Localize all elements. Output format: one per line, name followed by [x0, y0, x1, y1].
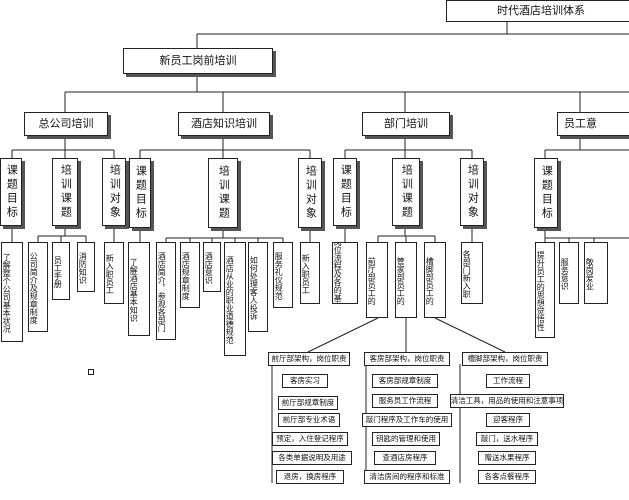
- housekeeping-item-7: 清洁房间的程序和标准: [364, 470, 450, 484]
- knowledge-course-leaf-5: 如何处理客人投诉: [248, 242, 268, 332]
- knowledge-course-leaf-4: 酒店从业的职业道德规范: [224, 242, 246, 356]
- knowledge-course-leaf-1: 酒店简介，参观各部门: [156, 242, 176, 340]
- pre-job-training-node: 新员工岗前培训: [123, 48, 273, 74]
- partial-item-leaf-2: 敬岗爱业: [584, 242, 608, 304]
- company-target-node: 培训对象: [102, 158, 126, 226]
- front-office-item-2: 客房实习: [282, 374, 328, 388]
- front-office-item-3: 前厅部规章制度: [278, 396, 338, 410]
- front-office-item-5: 预定，入住登记程序: [272, 432, 348, 446]
- company-course-leaf-2: 员工手册: [52, 242, 70, 300]
- front-office-item-4: 前厅部专业术语: [278, 413, 340, 427]
- fnb-item-3: 清洁工具，用品的使用和注意事项: [450, 394, 564, 408]
- fnb-item-6: 赠送水果程序: [478, 451, 536, 465]
- chart-title: 时代酒店培训体系: [446, 0, 629, 22]
- department-goal-node: 课题目标: [333, 158, 357, 226]
- knowledge-target-node: 培训对象: [298, 158, 322, 228]
- fnb-item-1: 槽脚部架构，岗位职责: [462, 352, 548, 366]
- housekeeping-item-3: 服务员工作流程: [372, 394, 438, 408]
- partial-item-leaf-1: 服务意识: [559, 242, 579, 304]
- company-course-leaf-1: 公司简介及规章制度: [28, 242, 48, 332]
- housekeeping-item-4: 敲门程序及工作车的使用: [362, 413, 452, 427]
- company-course-node: 培训课题: [52, 158, 78, 226]
- company-target-leaf: 新入职员工: [104, 242, 124, 304]
- housekeeping-item-2: 客房部规章制度: [372, 374, 438, 388]
- housekeeping-item-1: 客房部架构，岗位职责: [364, 352, 450, 366]
- partial-training-node: 员工意: [557, 112, 629, 136]
- fnb-item-5: 敲门，送水程序: [476, 432, 538, 446]
- knowledge-goal-node: 课题目标: [129, 158, 151, 228]
- knowledge-course-leaf-2: 酒店规章制度: [180, 242, 200, 308]
- knowledge-course-leaf-3: 酒店意识: [203, 242, 221, 292]
- front-office-item-6: 各类单据说明及用途: [272, 451, 352, 465]
- fnb-item-2: 工作流程: [486, 374, 530, 388]
- company-training-node: 总公司培训: [24, 112, 108, 136]
- fnb-item-4: 迎客程序: [486, 413, 530, 427]
- company-goal-node: 课题目标: [0, 158, 22, 226]
- housekeeping-item-6: 查酒店房程序: [374, 451, 436, 465]
- department-course-leaf-1: 前厅部员工的: [366, 242, 388, 318]
- company-course-leaf-3: 消防知识: [77, 242, 95, 292]
- department-goal-leaf: 掌握岗位流程及各的基本技能: [332, 242, 358, 304]
- knowledge-training-node: 酒店知识培训: [178, 112, 270, 136]
- knowledge-course-leaf-6: 服务礼仪规范: [273, 242, 293, 308]
- knowledge-goal-leaf: 了解酒店基本知识: [128, 242, 150, 336]
- front-office-item-7: 退房，换房程序: [276, 470, 344, 484]
- company-goal-leaf: 了解整个公司基本状况: [1, 242, 23, 342]
- department-course-leaf-2: 管家部员工的: [395, 242, 417, 318]
- front-office-item-1: 前厅部架构，岗位职责: [268, 352, 350, 366]
- partial-goal-leaf: 提升员工的思想觉悟性: [535, 242, 555, 338]
- partial-goal-node: 课题目标: [534, 158, 558, 228]
- housekeeping-item-5: 钥匙的管理和使用: [372, 432, 440, 446]
- department-target-node: 培训对象: [460, 158, 484, 226]
- department-target-leaf: 各部门新入职: [461, 242, 483, 304]
- marker-square: [88, 369, 94, 375]
- knowledge-course-node: 培训课题: [208, 158, 238, 228]
- department-training-node: 部门培训: [362, 112, 450, 136]
- department-course-leaf-3: 槽脚部员工的: [424, 242, 446, 318]
- knowledge-target-leaf: 新入职员工: [300, 242, 320, 304]
- department-course-node: 培训课题: [392, 158, 420, 226]
- fnb-item-7: 各客点餐程序: [478, 470, 536, 484]
